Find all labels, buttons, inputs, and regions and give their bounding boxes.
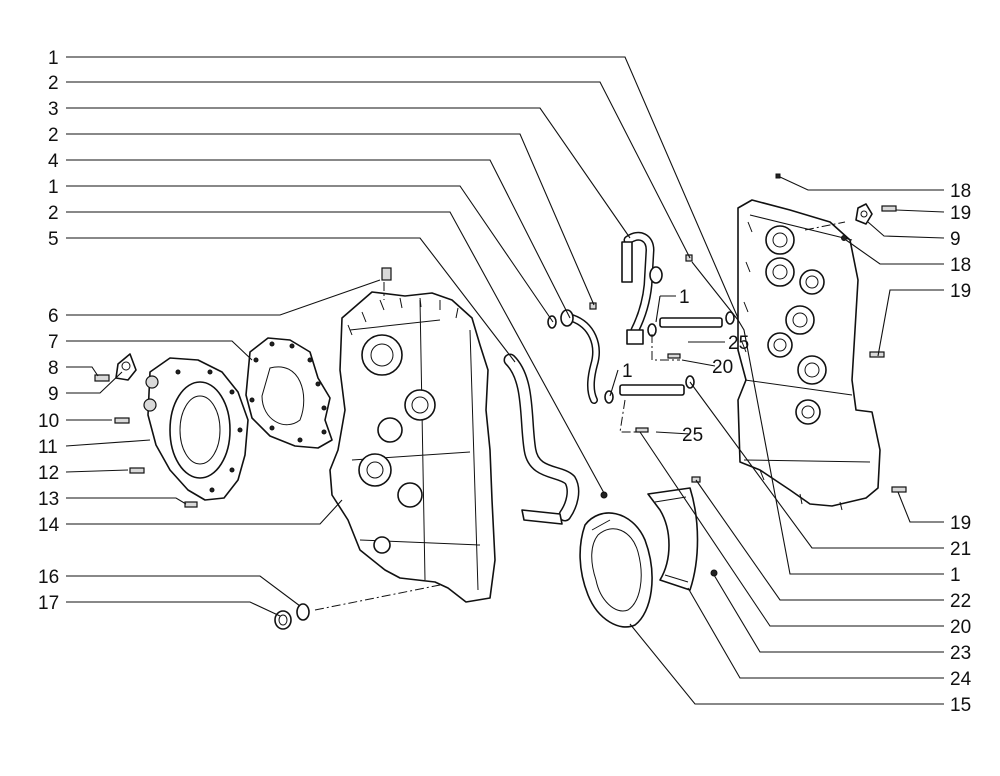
callout-19: 19 [950,513,971,534]
callout-3: 3 [48,99,59,120]
part-11-front-cover [143,357,249,501]
callout-6: 6 [48,306,59,327]
part-24-half-cover [647,476,718,591]
part-9-plate-left [115,353,137,381]
part-3-pipe [621,231,663,345]
callout-1: 1 [950,565,961,586]
callout-14: 14 [38,515,60,536]
bolts-left [94,374,198,508]
assembly-lines [314,221,846,611]
part-14-main-housing [329,267,496,603]
callout-19: 19 [950,203,971,224]
callout-21: 21 [950,539,971,560]
callouts-left: 1 2 3 2 4 1 2 5 6 7 8 9 10 11 12 13 14 1… [38,48,60,614]
callout-18: 18 [950,255,971,276]
callout-1: 1 [48,48,59,69]
part-right-housing [737,173,907,511]
leader-lines [65,56,945,705]
callout-2: 2 [48,125,59,146]
callout-23: 23 [950,643,971,664]
callout-1: 1 [679,287,690,308]
callout-1: 1 [48,177,59,198]
callout-22: 22 [950,591,971,612]
callout-9: 9 [950,229,961,250]
callouts-inline: 1 25 20 1 25 [622,287,749,446]
callout-8: 8 [48,358,59,379]
callout-11: 11 [38,437,58,458]
callout-20: 20 [712,357,733,378]
callout-10: 10 [38,411,59,432]
callout-18: 18 [950,181,971,202]
callout-2: 2 [48,73,59,94]
part-5-hose [503,353,580,525]
callout-25: 25 [682,425,703,446]
callout-1: 1 [622,361,633,382]
part-4-pipe [547,309,600,404]
part-15-round-cover [579,491,653,628]
callout-12: 12 [38,463,59,484]
callouts-right: 18 19 9 18 19 19 21 1 22 20 23 24 15 [950,181,972,716]
callout-24: 24 [950,669,972,690]
callout-17: 17 [38,593,59,614]
callout-13: 13 [38,489,59,510]
callout-2: 2 [48,203,59,224]
callout-15: 15 [950,695,971,716]
part-21-25-tubes [589,254,735,433]
callout-19: 19 [950,281,971,302]
callout-4: 4 [48,151,59,172]
callout-7: 7 [48,332,59,353]
callout-20: 20 [950,617,971,638]
callout-16: 16 [38,567,59,588]
part-16-17-plug [274,603,310,630]
callout-9: 9 [48,384,59,405]
callout-5: 5 [48,229,59,250]
callout-25: 25 [728,333,749,354]
part-7-gasket [245,337,333,449]
